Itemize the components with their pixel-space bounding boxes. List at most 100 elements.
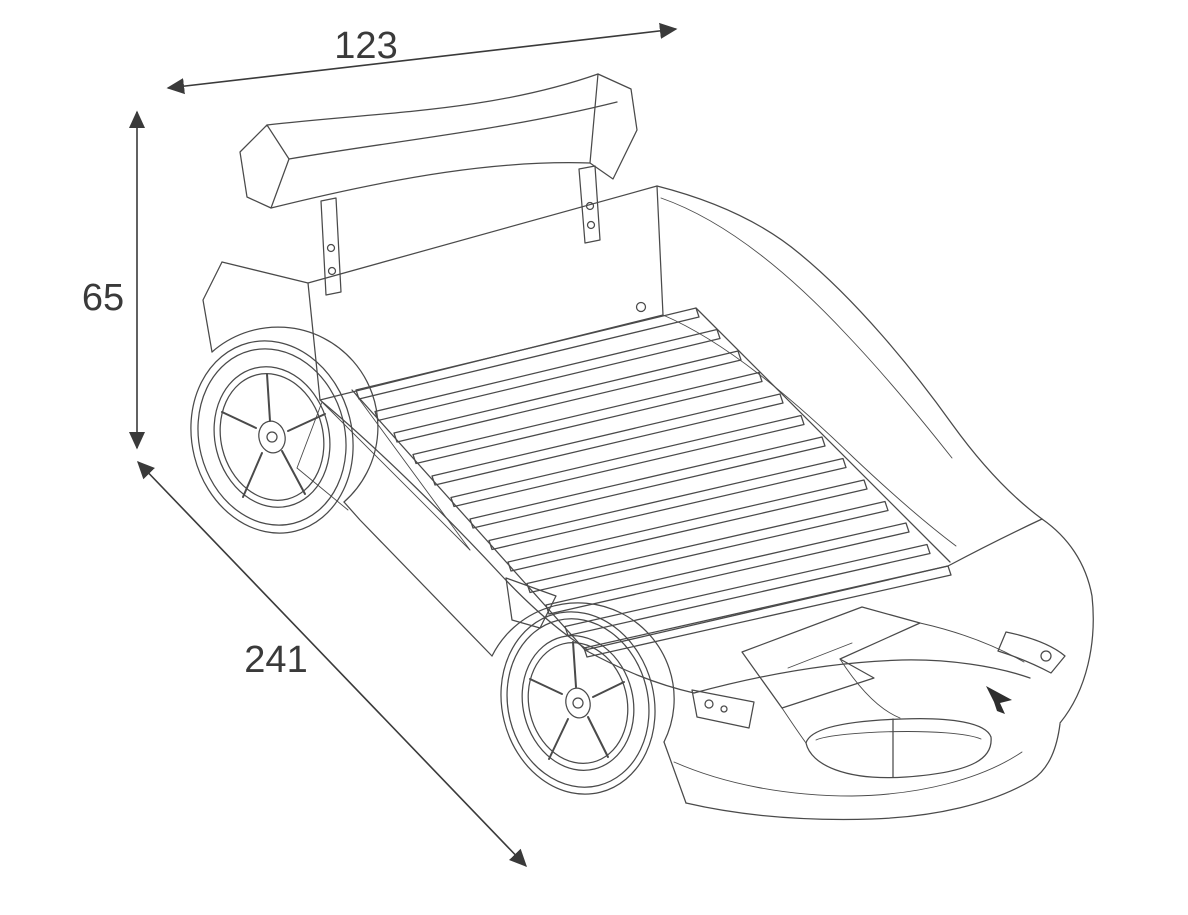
grille-opening	[805, 718, 992, 779]
rear-spoiler	[239, 73, 638, 209]
hood-right-edge	[947, 518, 1043, 567]
car-bed	[190, 73, 1094, 821]
headlight	[997, 631, 1066, 674]
hood	[584, 518, 1043, 744]
bed-slat	[450, 414, 805, 508]
tire-inner	[197, 348, 347, 526]
dimension-width-arrow	[166, 22, 678, 95]
pointer-arrow-detail	[986, 686, 1012, 714]
strut-bolt	[327, 266, 337, 276]
spoiler-mid-edge	[288, 101, 618, 160]
side-crease	[296, 467, 349, 511]
hood-to-grille-line	[839, 658, 901, 719]
bumper-left-edge	[663, 741, 687, 804]
side-top-rail	[319, 399, 589, 651]
side-crease	[353, 391, 471, 551]
hub	[565, 687, 591, 719]
dimension-height-label: 65	[82, 277, 124, 319]
wheel-spoke	[592, 681, 625, 698]
strut-bolt	[586, 220, 596, 230]
hub	[258, 420, 286, 454]
strut-bolt	[326, 243, 336, 253]
bed-slat	[431, 393, 784, 486]
bed-slat	[564, 543, 931, 637]
front-wheel-tire	[500, 611, 656, 795]
side-sill	[343, 501, 493, 657]
bed-slats	[355, 307, 952, 658]
right-silhouette	[656, 185, 1043, 520]
hood-crease	[693, 659, 1031, 694]
rear-left-edge	[202, 261, 223, 353]
fog-lamp	[704, 699, 714, 709]
bed-slat	[583, 565, 952, 658]
rim-inner	[219, 373, 325, 501]
front-wheel	[500, 611, 656, 795]
hood-left-edge	[584, 649, 695, 694]
right-inner-crease	[660, 197, 953, 459]
spoiler-left-endplate	[239, 124, 290, 209]
left-body-side	[202, 261, 687, 804]
right-body-side	[656, 185, 1043, 547]
wheel-spoke	[548, 718, 569, 760]
dimension-width: 123	[166, 22, 678, 95]
bed-slat	[355, 307, 700, 400]
wheel-spoke	[266, 373, 271, 422]
rear-wheel	[190, 340, 354, 534]
wheel-spoke	[281, 450, 306, 495]
rear-top-edge	[221, 261, 309, 284]
right-inner-rail	[695, 307, 951, 563]
spoiler-right-strut	[578, 165, 601, 244]
left-inner-rail	[351, 389, 586, 651]
fog-lamp-bezel	[691, 689, 755, 729]
bed-platform	[351, 307, 951, 651]
hood-crease-right	[919, 622, 1025, 663]
wheel-spoke	[221, 411, 257, 429]
bed-slat	[469, 436, 826, 529]
grille-inner-line	[815, 731, 982, 741]
bumper-bottom-edge	[685, 723, 1061, 821]
dimension-length-label: 241	[244, 639, 307, 681]
rim-outer	[521, 635, 635, 771]
wheel-spoke	[587, 716, 609, 758]
dimension-length-arrow	[136, 460, 528, 868]
dimension-width-label: 123	[334, 25, 397, 67]
headlight-bulb	[1040, 650, 1052, 662]
side-crease	[321, 401, 471, 551]
fog-lamp	[720, 705, 728, 713]
spoiler-left-strut	[320, 197, 342, 296]
tire-outer	[190, 340, 354, 534]
spoiler-struts	[320, 165, 601, 296]
bed-slat	[507, 479, 868, 572]
bed-slat	[393, 350, 742, 443]
front-fender	[1041, 518, 1094, 724]
rear-wheel-arch	[211, 326, 379, 503]
front-bumper	[673, 518, 1094, 821]
rim-inner	[527, 642, 629, 764]
bed-slat	[545, 522, 910, 615]
panel-bolt	[635, 301, 647, 313]
front-wheel-arch	[491, 602, 675, 743]
hood-to-grille-line	[781, 707, 807, 744]
bumper-crease	[673, 751, 1023, 797]
dimension-height: 65	[82, 110, 146, 450]
wheel-spoke	[529, 678, 563, 695]
rear-wheel-tire	[190, 340, 354, 534]
hood-scoop-inner-line	[787, 642, 853, 669]
side-crease	[296, 401, 323, 469]
hub-cap	[572, 697, 584, 709]
bed-slat	[488, 457, 847, 551]
spoiler-top-edge	[266, 73, 599, 126]
spoiler-right-endplate	[589, 73, 638, 180]
wheel-spoke	[572, 641, 577, 688]
bed-slat	[412, 371, 763, 465]
bed-slat	[526, 500, 889, 594]
right-lower-crease	[662, 314, 957, 547]
wheel-spoke	[242, 452, 263, 498]
tire-outer	[500, 611, 656, 795]
hub-cap	[266, 431, 278, 443]
rim-outer	[213, 366, 331, 508]
hood-scoop-chevron	[741, 606, 921, 709]
spoiler-lower-edge	[270, 162, 591, 209]
wheel-spoke	[287, 413, 326, 432]
